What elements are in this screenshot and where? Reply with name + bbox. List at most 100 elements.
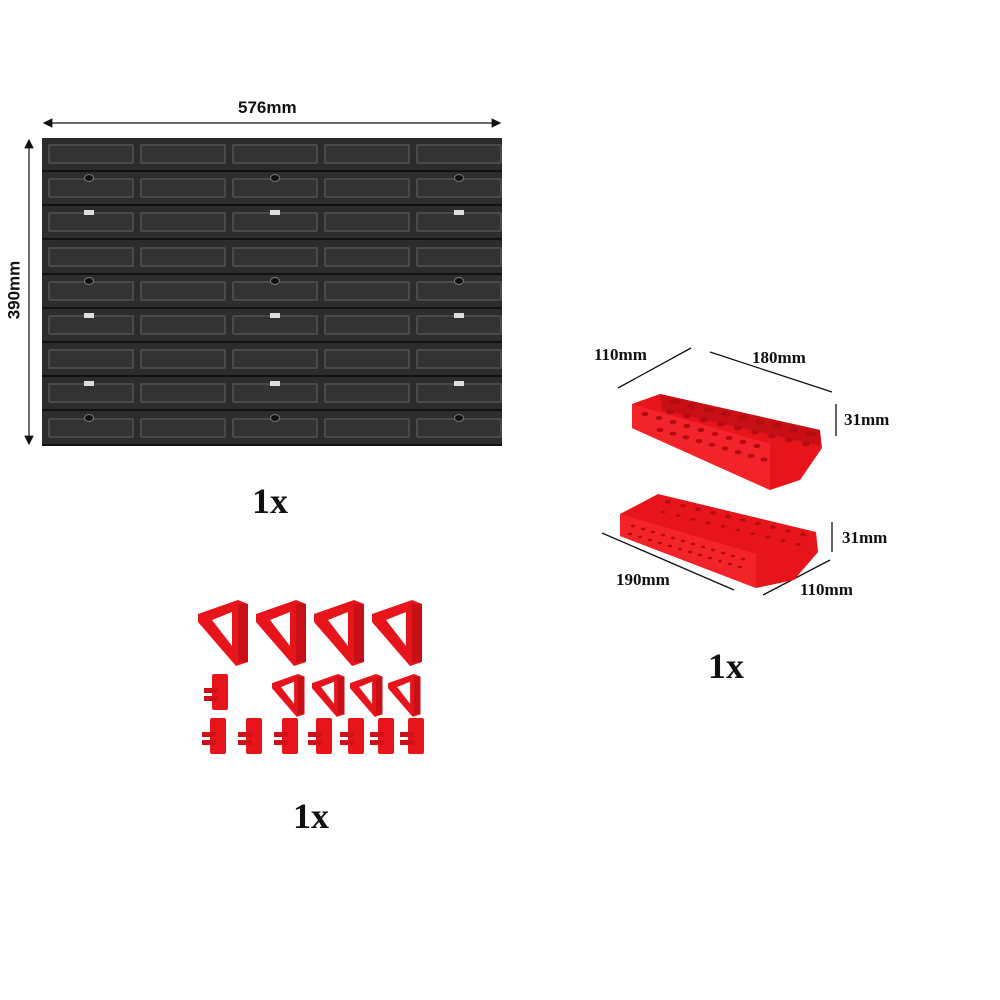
- holder-hole: [660, 533, 666, 537]
- panel-slot: [48, 212, 134, 233]
- holder-hole: [720, 524, 726, 528]
- holder-hole: [670, 399, 680, 405]
- holder-hole: [669, 431, 677, 436]
- mounting-tab: [454, 210, 464, 216]
- holder-hole: [697, 553, 703, 557]
- panel-slot: [232, 212, 318, 233]
- holder-hole: [755, 419, 765, 425]
- mounting-hole: [454, 276, 464, 285]
- panel-slot: [324, 349, 410, 370]
- tool-holder-top: [632, 394, 822, 490]
- top-holder-height-label: 31mm: [844, 410, 890, 429]
- clip-hook: [308, 718, 332, 754]
- holder-hole: [772, 423, 782, 429]
- wall-panel-image: [42, 138, 502, 446]
- holder-hole: [687, 550, 693, 554]
- holder-hole: [704, 407, 714, 413]
- hooks-image: [198, 600, 424, 754]
- panel-quantity: 1x: [252, 481, 288, 521]
- panel-slot: [324, 246, 410, 267]
- mounting-tab: [270, 313, 280, 318]
- panel-slot: [324, 315, 410, 335]
- mounting-hole: [84, 276, 94, 285]
- panel-slot: [416, 349, 502, 370]
- mounting-tab: [454, 313, 464, 318]
- mounting-hole: [454, 413, 464, 422]
- holder-hole: [710, 548, 716, 552]
- mounting-tab: [270, 381, 280, 387]
- holders-quantity: 1x: [708, 646, 744, 686]
- holder-hole: [753, 443, 761, 449]
- panel-row: [42, 138, 502, 172]
- holder-hole: [737, 565, 743, 569]
- panel-slot: [232, 144, 318, 164]
- holder-hole: [667, 544, 673, 548]
- triangle-hook: [256, 600, 306, 666]
- panel-slot: [140, 144, 226, 164]
- holder-hole: [785, 529, 791, 533]
- panel-slot: [416, 212, 502, 233]
- holder-hole: [669, 419, 677, 425]
- panel-slot: [48, 144, 134, 164]
- panel-row: [42, 309, 502, 343]
- panel-slot: [324, 383, 410, 404]
- panel-width-label: 576mm: [238, 98, 297, 117]
- clip-hook: [204, 674, 228, 710]
- mounting-tab: [84, 381, 94, 387]
- triangle-hook: [312, 674, 345, 717]
- tool-holders-image: [620, 394, 822, 588]
- panel-slot: [324, 144, 410, 164]
- clip-hook: [202, 718, 226, 754]
- top-holder-depth-label: 110mm: [594, 345, 647, 364]
- holder-hole: [656, 427, 664, 433]
- holder-hole: [725, 435, 733, 441]
- holder-hole: [665, 500, 671, 504]
- panel-row: [42, 241, 502, 275]
- holder-hole: [751, 429, 759, 435]
- holder-hole: [802, 441, 810, 447]
- holder-hole: [677, 547, 683, 551]
- holder-hole: [695, 507, 701, 511]
- mounting-tab: [84, 313, 94, 318]
- holder-hole: [690, 542, 696, 546]
- panel-row: [42, 412, 502, 446]
- panel-slot: [140, 417, 226, 438]
- bottom-holder-depth-label: 110mm: [800, 580, 853, 599]
- mounting-hole: [84, 413, 94, 422]
- top-holder-length-label: 180mm: [752, 348, 806, 367]
- panel-row: [42, 172, 502, 207]
- mounting-hole: [454, 174, 464, 183]
- holder-hole: [660, 510, 666, 514]
- bottom-holder-height-label: 31mm: [842, 528, 888, 547]
- holder-hole: [630, 524, 636, 528]
- holder-hole: [655, 415, 663, 421]
- panel-row: [42, 343, 502, 378]
- panel-slot: [232, 349, 318, 370]
- clip-hook: [238, 718, 262, 754]
- holder-hole: [680, 503, 686, 508]
- holder-hole: [700, 545, 706, 549]
- panel-slot: [324, 212, 410, 233]
- holder-hole: [666, 409, 674, 415]
- holder-hole: [738, 415, 748, 421]
- holder-hole: [789, 427, 799, 433]
- holder-hole: [675, 514, 681, 518]
- panel-slot: [140, 178, 226, 199]
- tool-holder-bottom: [620, 494, 818, 588]
- holder-hole: [720, 551, 726, 555]
- triangle-hook: [198, 600, 248, 666]
- mounting-hole: [84, 174, 94, 183]
- bottom-holder-length-label: 190mm: [616, 570, 670, 589]
- mounting-hole: [270, 174, 280, 183]
- holder-hole: [641, 411, 649, 417]
- clip-hook: [400, 718, 424, 754]
- mounting-hole: [270, 276, 280, 285]
- holder-hole: [637, 535, 643, 539]
- holder-hole: [695, 439, 703, 444]
- holder-hole: [721, 446, 729, 451]
- holder-hole: [750, 532, 756, 536]
- holder-hole: [725, 514, 731, 519]
- panel-slot: [416, 144, 502, 164]
- clip-hook: [340, 718, 364, 754]
